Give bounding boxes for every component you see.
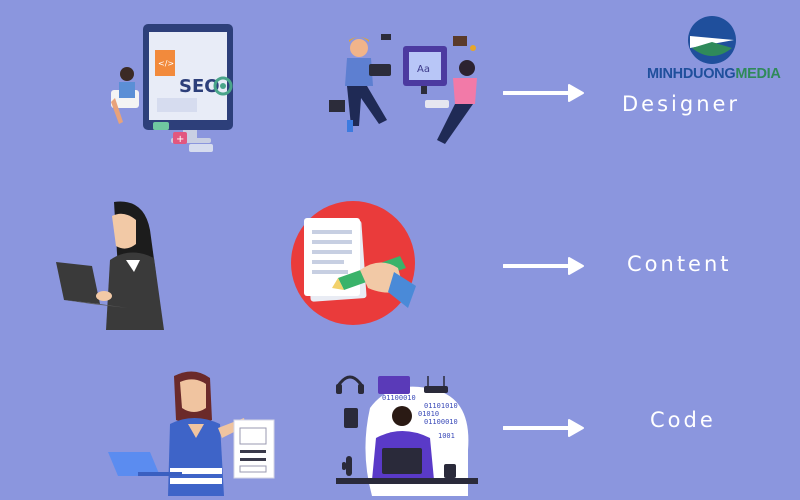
arrow-right-icon <box>503 84 584 102</box>
seo-computer-illustration: </> SEO + <box>111 24 233 152</box>
woman-presenting-illustration <box>108 371 275 496</box>
designers-team-illustration: Aa <box>329 34 477 144</box>
svg-text:Aa: Aa <box>417 64 430 75</box>
row-label-content: Content <box>627 252 732 276</box>
code-bit-5: 1001 <box>438 432 455 440</box>
svg-text:</>: </> <box>158 59 174 68</box>
code-bit-4: 01100010 <box>424 418 458 426</box>
code-bit-2: 01101010 <box>424 402 458 410</box>
arrow-right-icon <box>503 419 584 437</box>
logo-text: MINHDUONGMEDIA <box>647 66 781 82</box>
logo-text-part1: MINHDUONG <box>647 66 736 82</box>
row-label-code: Code <box>650 408 716 432</box>
woman-laptop-illustration <box>56 201 164 330</box>
code-bit-3: 01010 <box>418 410 439 418</box>
seo-text: SEO <box>179 76 220 97</box>
arrow-right-icon <box>503 257 584 275</box>
row-label-designer: Designer <box>622 92 741 116</box>
developer-desk-illustration: 01100010 01101010 01010 01100010 1001 <box>336 375 478 496</box>
code-bit-1: 01100010 <box>382 394 416 402</box>
logo-text-part2: MEDIA <box>735 66 781 82</box>
document-writing-illustration <box>291 201 416 325</box>
logo-globe-icon <box>688 16 736 64</box>
svg-text:+: + <box>176 134 184 145</box>
